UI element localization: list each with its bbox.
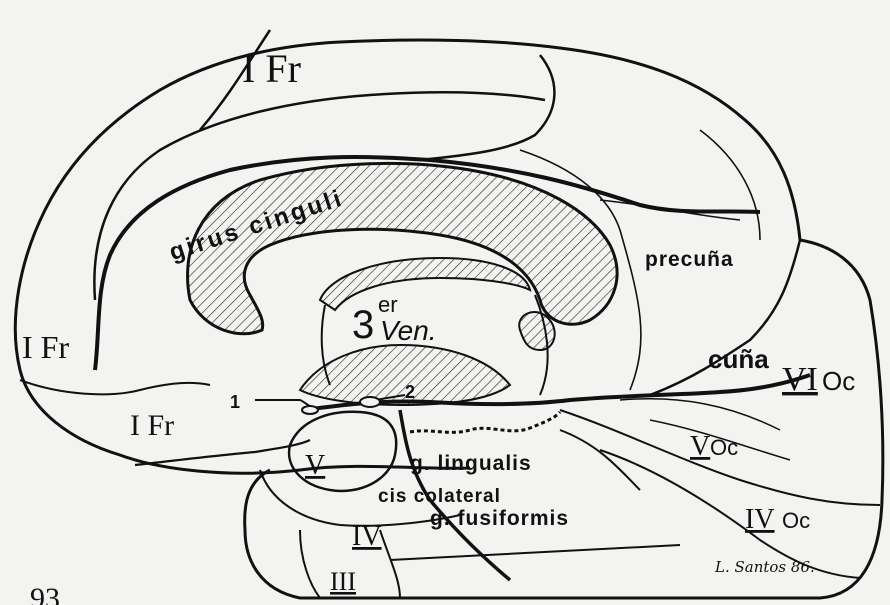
frontal-orbital-line: [20, 380, 210, 394]
label-temporal-iv: IV: [352, 521, 382, 552]
label-temporal-iii: III: [330, 567, 356, 596]
label-occipital-vi: VI: [782, 361, 818, 398]
label-occipital-iv: IV: [745, 504, 775, 535]
label-frontal-orbital: I Fr: [130, 409, 174, 442]
corner-mark: 93: [30, 582, 60, 605]
label-precuna: precuña: [645, 248, 734, 271]
corpus-callosum: [188, 163, 618, 333]
orbital-gyrus: [135, 440, 310, 465]
label-cis-colateral: cis colateral: [378, 486, 501, 507]
label-cuna: cuña: [708, 344, 769, 374]
label-occipital-v-suffix: Oc: [710, 435, 738, 460]
label-ventricle-number: 3: [352, 303, 374, 347]
label-occipital-iv-suffix: Oc: [782, 508, 810, 533]
hippocampus-coil: [410, 412, 560, 432]
label-marker-2: 2: [405, 382, 415, 402]
label-occipital-vi-suffix: Oc: [822, 366, 855, 396]
label-frontal-left: I Fr: [22, 329, 69, 365]
signature: L. Santos 86.: [714, 558, 815, 576]
label-ventricle-superscript: er: [378, 292, 398, 317]
label-marker-1: 1: [230, 392, 240, 412]
label-ventricle-word: Ven.: [380, 315, 437, 346]
label-occipital-v: V: [690, 431, 710, 462]
marker-1-node: [302, 406, 318, 414]
label-g-fusiformis: g. fusiformis: [430, 507, 569, 530]
label-g-lingualis: g. lingualis: [410, 452, 532, 475]
label-frontal-top: I Fr: [242, 46, 301, 91]
label-temporal-v: V: [305, 450, 325, 481]
marker-2-node: [360, 397, 380, 407]
